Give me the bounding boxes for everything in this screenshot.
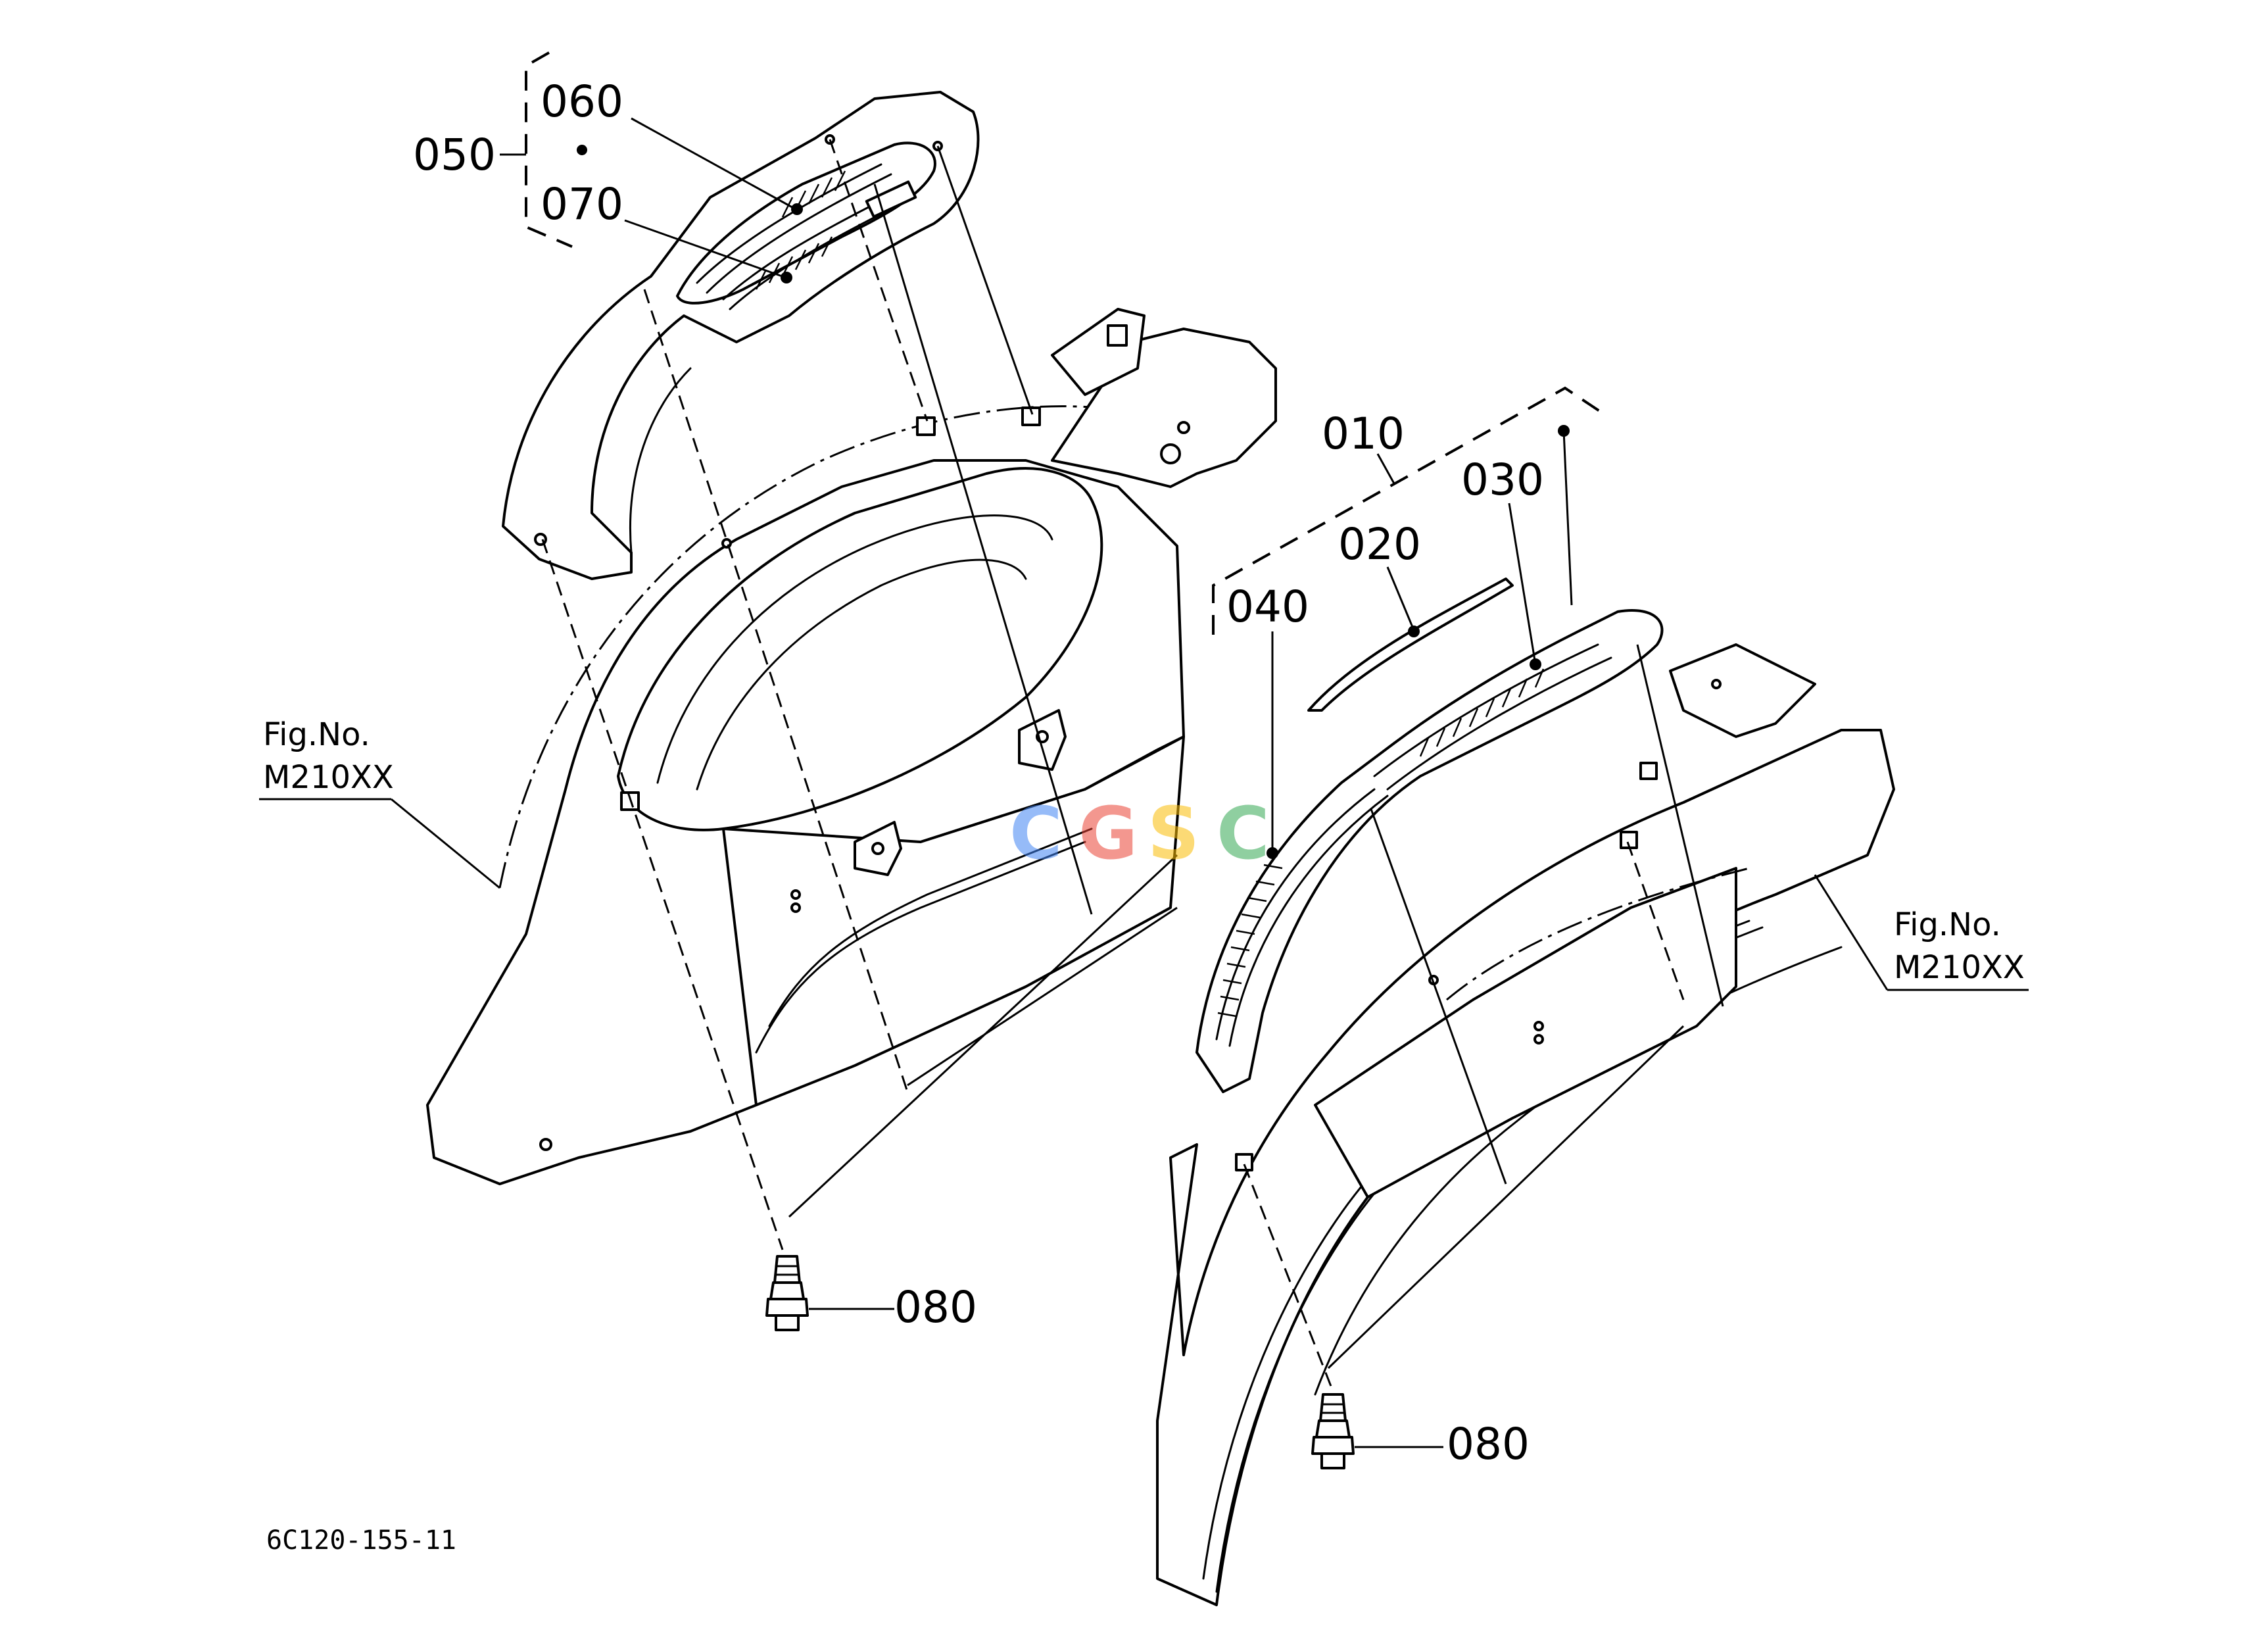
drawing-code: 6C120-155-11 <box>266 1525 456 1556</box>
right-hole-2 <box>1533 1021 1544 1031</box>
left-fender-rear-step <box>1051 328 1277 488</box>
label-060: 060 <box>541 76 623 127</box>
right-fender-curve-3 <box>1314 946 1843 1396</box>
trim-strip-020 <box>1307 578 1514 712</box>
leader-040-dot <box>1267 847 1278 859</box>
right-nut-clip-3 <box>1235 1153 1253 1171</box>
left-fender-assembly <box>426 308 1277 1185</box>
left-alignment-lines <box>541 139 1178 1310</box>
leader-060 <box>631 117 796 210</box>
left-step-cover <box>502 91 980 580</box>
left-nut-clip-1 <box>916 416 936 436</box>
label-050: 050 <box>413 130 496 180</box>
left-l-bracket-1-hole <box>871 842 884 855</box>
leader-020 <box>1386 566 1415 631</box>
right-fender-phantom-outline <box>1446 867 1750 1001</box>
leader-060-dot <box>791 203 803 215</box>
step-mat-hatch-070 <box>755 170 846 290</box>
right-step-pad-hatch-040 <box>1217 864 1283 1018</box>
fig-ref-right-line2: M210XX <box>1894 949 2025 986</box>
left-bowl-contour-1 <box>656 514 1053 784</box>
leader-020-dot <box>1408 626 1420 637</box>
left-skirt-rib-1 <box>755 841 1086 1054</box>
right-hole-3 <box>1533 1034 1544 1045</box>
watermark-letter-1: C <box>1009 791 1063 875</box>
leader-030-dot <box>1530 658 1541 670</box>
left-hole-5 <box>1177 421 1190 434</box>
label-080-right: 080 <box>1447 1419 1530 1469</box>
right-fender-assembly <box>1156 578 1895 1606</box>
leader-030 <box>1508 503 1537 665</box>
left-bowl-contour-2 <box>696 558 1027 791</box>
left-hole-1 <box>539 1138 552 1151</box>
fig-ref-left-leader <box>391 798 500 889</box>
watermark-letter-2: G <box>1078 791 1138 875</box>
right-bolt-080 <box>1311 1393 1355 1469</box>
label-010: 010 <box>1322 408 1405 459</box>
watermark-logo: C G S C <box>1009 791 1270 875</box>
right-step-pad <box>1195 609 1664 1093</box>
leader-070 <box>624 219 786 279</box>
step-cover-inner-edge <box>629 367 692 554</box>
left-hole-2 <box>790 889 801 900</box>
callout-050-group <box>500 51 587 248</box>
left-hole-3 <box>790 902 801 913</box>
watermark-letter-3: S <box>1147 791 1199 875</box>
label-030: 030 <box>1461 455 1544 505</box>
label-080-left: 080 <box>894 1282 977 1333</box>
right-step-pad-hatch-030 <box>1419 668 1545 757</box>
right-nut-clip-1 <box>1639 762 1658 780</box>
left-fender-lower-skirt <box>722 735 1185 1106</box>
label-020: 020 <box>1338 519 1421 570</box>
label-040: 040 <box>1226 581 1309 632</box>
right-fender-rear-plate <box>1669 643 1816 738</box>
callout-010-group <box>1212 386 1606 635</box>
watermark-letter-4: C <box>1217 791 1270 875</box>
fig-ref-left-line1: Fig.No. <box>263 716 370 753</box>
label-070: 070 <box>541 179 623 230</box>
step-mat-slot <box>865 180 917 218</box>
left-bolt-080 <box>765 1255 809 1331</box>
right-alignment-lines <box>1243 644 1724 1448</box>
left-clip-top <box>1107 324 1128 347</box>
fig-ref-right-line1: Fig.No. <box>1894 906 2001 943</box>
fig-ref-left-line2: M210XX <box>263 759 394 796</box>
right-hole-4 <box>1711 679 1722 689</box>
leader-070-dot <box>781 272 792 283</box>
left-skirt-rib-2 <box>768 827 1093 1027</box>
left-hole-4 <box>1160 443 1181 464</box>
right-fender-upper-panel <box>1314 867 1737 1198</box>
fig-ref-right-leader <box>1814 874 1889 991</box>
left-fender-phantom-outline <box>498 405 1171 889</box>
